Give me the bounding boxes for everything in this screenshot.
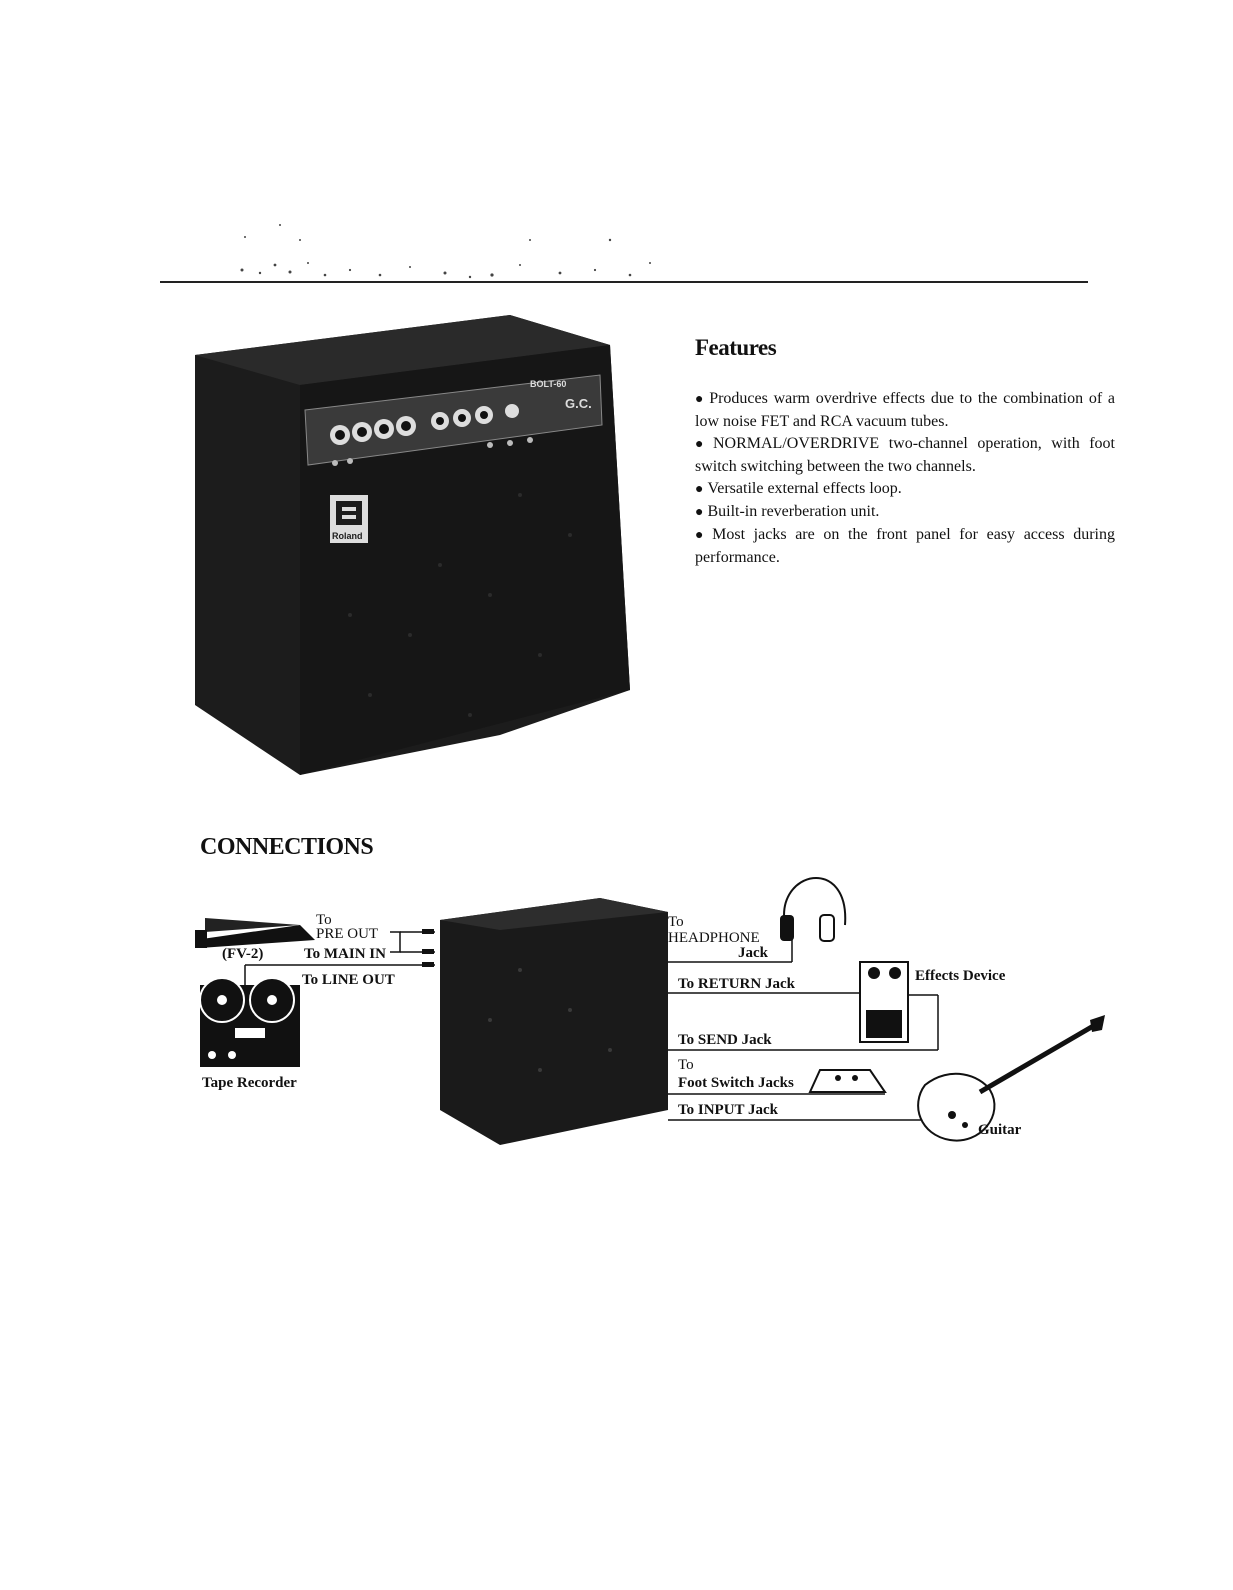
connections-diagram: To PRE OUT (FV-2) To MAIN IN To LINE OUT… bbox=[190, 870, 1130, 1170]
label-headphone: HEADPHONE bbox=[668, 930, 760, 946]
bullet-icon: ● bbox=[695, 482, 704, 497]
label-to-headphone: To bbox=[668, 914, 684, 930]
label-to-footswitch: To bbox=[678, 1057, 694, 1073]
label-line-out: To LINE OUT bbox=[302, 972, 395, 988]
brand-label: Roland bbox=[332, 531, 363, 541]
label-pre-out: PRE OUT bbox=[316, 926, 379, 942]
feature-item: ●Most jacks are on the front panel for e… bbox=[695, 526, 1115, 566]
feature-item: ●Built-in reverberation unit. bbox=[695, 503, 880, 520]
label-footswitch: Foot Switch Jacks bbox=[678, 1075, 794, 1091]
feature-item: ●NORMAL/OVERDRIVE two-channel operation,… bbox=[695, 435, 1115, 475]
label-effects-device: Effects Device bbox=[915, 968, 1006, 984]
amplifier-icon bbox=[440, 898, 668, 1145]
feature-item: ●Versatile external effects loop. bbox=[695, 480, 902, 497]
connections-heading: CONNECTIONS bbox=[200, 834, 374, 860]
label-headphone-jack: Jack bbox=[738, 945, 768, 961]
amplifier-photo: BOLT-60 G.C. Roland bbox=[195, 315, 630, 775]
features-heading: Features bbox=[695, 335, 777, 360]
label-return: To RETURN Jack bbox=[678, 976, 795, 992]
feature-item: ●Produces warm overdrive effects due to … bbox=[695, 390, 1115, 430]
pedal-icon bbox=[195, 918, 315, 948]
bullet-icon: ● bbox=[695, 392, 706, 407]
tape-recorder-icon bbox=[199, 977, 300, 1067]
svg-text:G.C.: G.C. bbox=[565, 396, 592, 411]
features-list: ●Produces warm overdrive effects due to … bbox=[695, 388, 1115, 569]
bullet-icon: ● bbox=[695, 437, 709, 452]
guitar-icon bbox=[917, 1015, 1105, 1142]
model-label: BOLT-60 bbox=[530, 379, 566, 389]
headphones-icon bbox=[780, 876, 847, 942]
bullet-icon: ● bbox=[695, 528, 709, 543]
label-tape-recorder: Tape Recorder bbox=[202, 1075, 297, 1091]
label-fv2: (FV-2) bbox=[222, 946, 264, 962]
horizontal-rule bbox=[160, 281, 1088, 283]
scan-noise bbox=[240, 224, 651, 279]
footswitch-icon bbox=[808, 1069, 887, 1093]
label-input: To INPUT Jack bbox=[678, 1102, 779, 1118]
diagram-graphics bbox=[195, 876, 1105, 1145]
bullet-icon: ● bbox=[695, 505, 704, 520]
label-main-in: To MAIN IN bbox=[304, 946, 386, 962]
label-guitar: Guitar bbox=[978, 1122, 1022, 1138]
label-to-pre-out: To bbox=[316, 912, 332, 928]
effects-pedal-icon bbox=[859, 961, 909, 1043]
label-send: To SEND Jack bbox=[678, 1032, 772, 1048]
